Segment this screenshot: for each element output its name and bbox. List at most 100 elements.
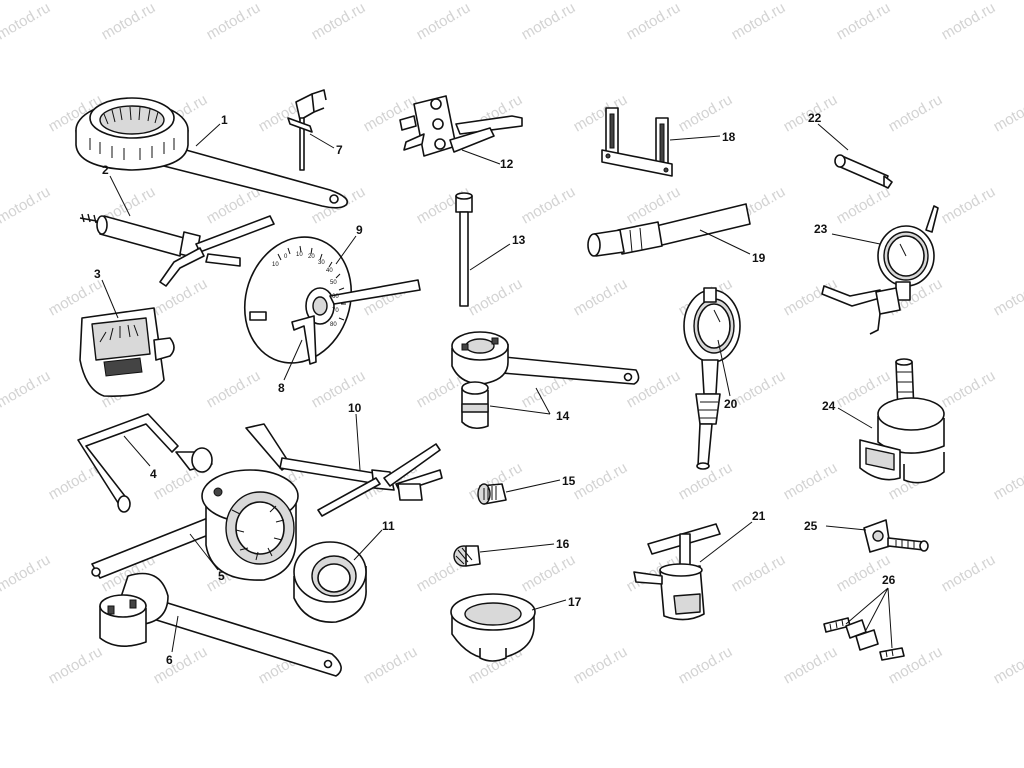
callout-12: 12 [500, 157, 514, 171]
tool-9-degree-wheel: 10 0 10 20 30 40 50 60 70 80 [243, 236, 421, 365]
dial-mark-9: 70 [332, 308, 339, 314]
dial-mark-1: 10 [272, 262, 279, 268]
dial-mark-7: 50 [330, 280, 337, 286]
callout-25: 25 [804, 519, 818, 533]
callout-10: 10 [348, 401, 362, 415]
watermark-text: motod.ru [939, 183, 999, 227]
callout-5: 5 [218, 569, 225, 583]
callout-20: 20 [724, 397, 738, 411]
tool-11-ring-sleeve [293, 541, 367, 623]
dial-mark-4: 20 [308, 254, 315, 260]
watermark-text: motod.ru [46, 643, 106, 687]
callout-21: 21 [752, 509, 766, 523]
tool-20-bore-gauge [683, 287, 741, 470]
callout-17: 17 [568, 595, 582, 609]
callout-9: 9 [356, 223, 363, 237]
watermark-text: motod.ru [204, 183, 264, 227]
tool-10-t-bar-lever [245, 423, 443, 517]
tool-15-plug [477, 483, 507, 505]
callout-19: 19 [752, 251, 766, 265]
watermark-text: motod.ru [781, 643, 841, 687]
watermark-text: motod.ru [676, 91, 736, 135]
callout-layer: 1 2 3 4 5 6 7 8 9 10 11 12 13 14 15 16 1 [94, 111, 896, 667]
tool-1-splined-ring-wrench [75, 97, 349, 209]
watermark-text: motod.ru [571, 91, 631, 135]
dial-mark-3: 10 [296, 252, 303, 258]
callout-16: 16 [556, 537, 570, 551]
watermark-text: motod.ru [519, 183, 579, 227]
watermark-text: motod.ru [0, 551, 53, 595]
callout-22: 22 [808, 111, 822, 125]
watermark-text: motod.ru [151, 643, 211, 687]
tool-25-bolt-bracket [863, 519, 929, 553]
watermark-text: motod.ru [939, 0, 999, 43]
watermark-text: motod.ru [991, 91, 1024, 135]
callout-1: 1 [221, 113, 228, 127]
callout-18: 18 [722, 130, 736, 144]
tool-7-bent-hook [287, 89, 327, 171]
watermark-text: motod.ru [624, 0, 684, 43]
watermark-text: motod.ru [361, 643, 421, 687]
tool-16-knurled-plug [453, 545, 481, 567]
watermark-text: motod.ru [991, 643, 1024, 687]
tool-22-small-pin [834, 154, 893, 189]
callout-14: 14 [556, 409, 570, 423]
watermark-text: motod.ru [781, 459, 841, 503]
callout-23: 23 [814, 222, 828, 236]
watermark-text: motod.ru [414, 0, 474, 43]
watermark-text: motod.ru [571, 459, 631, 503]
callout-4: 4 [150, 467, 157, 481]
dial-mark-6: 40 [326, 268, 333, 274]
tool-21-t-handle-press [633, 523, 721, 621]
tool-14-socket-arm [451, 331, 640, 430]
callout-13: 13 [512, 233, 526, 247]
tool-26-small-pins-set [823, 617, 905, 661]
watermark-text: motod.ru [0, 183, 53, 227]
tool-17-cup-wrench [450, 593, 536, 662]
watermark-text: motod.ru [939, 551, 999, 595]
tool-3-gauge-housing [79, 307, 175, 397]
callout-6: 6 [166, 653, 173, 667]
watermark-text: motod.ru [309, 0, 369, 43]
tool-5-roller-holder [91, 469, 299, 581]
dial-mark-10: 80 [330, 322, 337, 328]
watermark-text: motod.ru [571, 275, 631, 319]
watermark-text: motod.ru [729, 551, 789, 595]
callout-15: 15 [562, 474, 576, 488]
watermark-text: motod.ru [204, 367, 264, 411]
watermark-text: motod.ru [519, 551, 579, 595]
dial-mark-5: 30 [318, 260, 325, 266]
watermark-text: motod.ru [834, 0, 894, 43]
tool-4-bent-handle [77, 413, 213, 513]
dial-mark-8: 60 [332, 294, 339, 300]
tool-12-clamp-fixture [399, 95, 523, 157]
watermark-text: motod.ru [834, 183, 894, 227]
callout-24: 24 [822, 399, 836, 413]
watermark-text: motod.ru [0, 0, 53, 43]
callout-2: 2 [102, 163, 109, 177]
callout-26: 26 [882, 573, 896, 587]
callout-8: 8 [278, 381, 285, 395]
callout-11: 11 [382, 519, 395, 533]
tool-18-fork-fixture [601, 107, 673, 177]
watermark-text: motod.ru [204, 0, 264, 43]
watermark-text: motod.ru [466, 275, 526, 319]
watermark-text: motod.ru [46, 275, 106, 319]
watermark-text: motod.ru [886, 91, 946, 135]
tool-23-dial-indicator [821, 205, 939, 335]
watermark-text: motod.ru [0, 367, 53, 411]
watermark-text: motod.ru [361, 91, 421, 135]
tool-6-socket-wrench [99, 572, 342, 677]
watermark-text: motod.ru [939, 367, 999, 411]
watermark-text: motod.ru [729, 367, 789, 411]
watermark-text: motod.ru [519, 0, 579, 43]
watermark-text: motod.ru [571, 643, 631, 687]
callout-3: 3 [94, 267, 101, 281]
tool-24-sleeve-puller [859, 358, 945, 484]
callout-7: 7 [336, 143, 343, 157]
dial-mark-2: 0 [284, 254, 288, 260]
watermark-text: motod.ru [991, 459, 1024, 503]
watermark-text: motod.ru [991, 275, 1024, 319]
